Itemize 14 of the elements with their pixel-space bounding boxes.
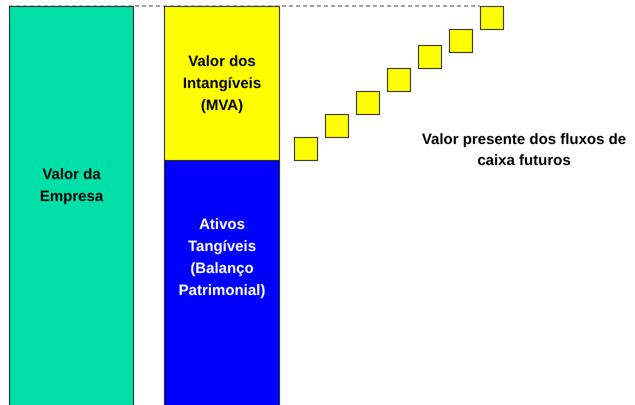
bar-label: Ativos Tangíveis (Balanço Patrimonial) <box>178 215 266 301</box>
bar-segment <box>164 6 280 161</box>
bar <box>9 6 134 405</box>
square-block <box>356 91 380 115</box>
square-block <box>325 114 349 138</box>
square-block <box>387 68 411 92</box>
bar-label: Valor dos Intangíveis (MVA) <box>182 52 262 116</box>
square-block <box>418 45 442 69</box>
square-block <box>449 29 473 53</box>
annotation-text: Valor presente dos fluxos de caixa futuros <box>420 130 628 171</box>
square-block <box>480 6 504 30</box>
bar-label: Valor da Empresa <box>38 165 104 207</box>
square-block <box>294 137 318 161</box>
bar-segment <box>164 160 280 405</box>
